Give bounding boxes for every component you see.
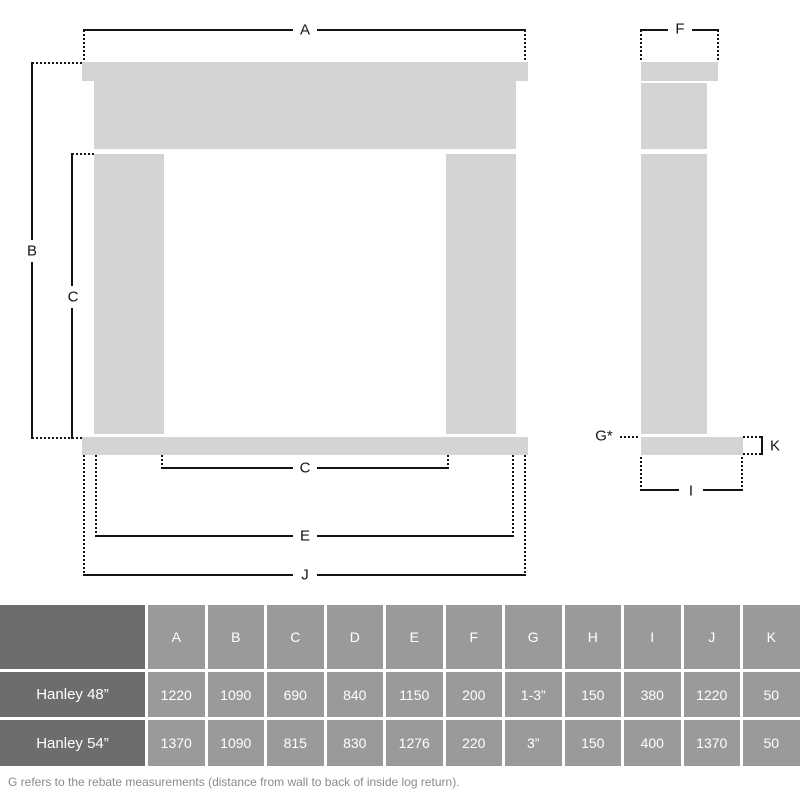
dimension-g: G*: [595, 428, 638, 445]
table-cell: 1370: [683, 720, 740, 766]
dimension-label-b: B: [27, 243, 37, 260]
front-hearth: [82, 437, 528, 455]
dimension-j: J: [83, 455, 526, 584]
side-leg: [641, 154, 707, 434]
dimension-label-e: E: [300, 528, 310, 545]
table-cell: 380: [624, 672, 681, 717]
dimension-a: A: [83, 22, 526, 62]
table-cell: 815: [267, 720, 324, 766]
dimension-label-f: F: [675, 21, 684, 38]
table-cell: 840: [326, 672, 383, 717]
table-header-a: A: [148, 605, 205, 669]
dimension-k: K: [743, 436, 780, 455]
table-cell: 1220: [683, 672, 740, 717]
dimension-i: I: [640, 457, 743, 500]
table-cell: 150: [564, 720, 621, 766]
table-cell: 690: [267, 672, 324, 717]
table-cell: 1090: [207, 720, 264, 766]
side-view: F G* K I: [595, 21, 780, 500]
table-cell: 1090: [207, 672, 264, 717]
side-mantel-shelf: [641, 62, 718, 81]
dimension-label-i: I: [689, 483, 693, 500]
table-cell: 1150: [386, 672, 443, 717]
dimension-label-g: G*: [595, 428, 613, 445]
side-frieze: [641, 83, 707, 149]
table-cell: 1220: [148, 672, 205, 717]
dimensions-table: A B C D E F G H I J K Hanley 48” 1220 10…: [0, 605, 800, 766]
table-cell: 1-3”: [505, 672, 562, 717]
table-header-e: E: [386, 605, 443, 669]
dimension-b: B: [27, 62, 82, 439]
fireplace-dimension-diagram: A B C C: [27, 21, 780, 584]
table-header-g: G: [505, 605, 562, 669]
dimension-label-k: K: [770, 438, 780, 455]
front-left-leg: [94, 154, 164, 434]
front-frieze: [94, 81, 516, 149]
table-header-i: I: [624, 605, 681, 669]
table-row-model: Hanley 54”: [0, 720, 145, 766]
table-cell: 830: [326, 720, 383, 766]
table-cell: 1276: [386, 720, 443, 766]
table-cell: 200: [445, 672, 502, 717]
table-header-corner: [0, 605, 145, 669]
table-cell: 50: [743, 720, 800, 766]
table-cell: 220: [445, 720, 502, 766]
table-header-k: K: [743, 605, 800, 669]
table-cell: 1370: [148, 720, 205, 766]
table-header-c: C: [267, 605, 324, 669]
table-header-d: D: [326, 605, 383, 669]
dimension-c-vertical: C: [68, 153, 94, 439]
table-cell: 150: [564, 672, 621, 717]
table-header-f: F: [445, 605, 502, 669]
table-cell: 400: [624, 720, 681, 766]
footnote: G refers to the rebate measurements (dis…: [8, 775, 460, 789]
front-view: A B C C: [27, 22, 528, 584]
table-row-model: Hanley 48”: [0, 672, 145, 717]
table-cell: 50: [743, 672, 800, 717]
front-mantel-shelf: [82, 62, 528, 81]
dimension-f: F: [640, 21, 719, 62]
dimension-label-j: J: [301, 567, 309, 584]
table-header-h: H: [564, 605, 621, 669]
front-right-leg: [446, 154, 516, 434]
table-header-b: B: [207, 605, 264, 669]
table-header-j: J: [683, 605, 740, 669]
dimension-e: E: [95, 455, 514, 545]
dimension-c-horizontal: C: [161, 455, 449, 477]
table-cell: 3”: [505, 720, 562, 766]
dimension-label-c-horizontal: C: [300, 460, 311, 477]
dimension-label-a: A: [300, 22, 310, 39]
dimension-label-c-vertical: C: [68, 289, 79, 306]
side-hearth: [641, 437, 743, 455]
